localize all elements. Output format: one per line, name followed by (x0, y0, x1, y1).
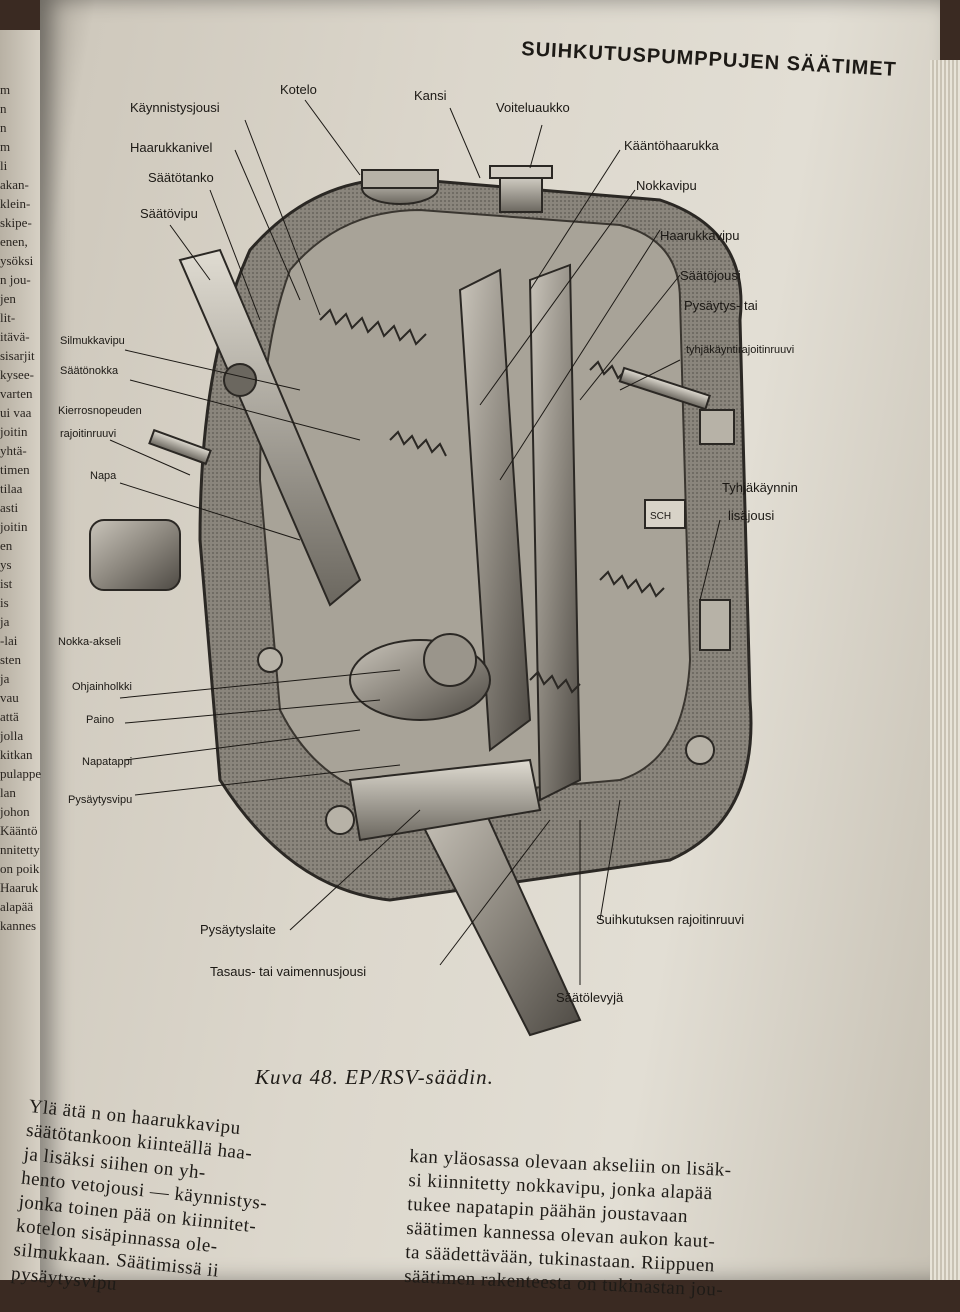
margin-text-fragment: joitin (0, 519, 28, 534)
label-haarukkanivel: Haarukkanivel (130, 140, 213, 155)
margin-text-fragment: ui vaa (0, 405, 32, 420)
label-ohjainholkki: Ohjainholkki (72, 681, 132, 693)
figure-caption: Kuva 48. EP/RSV-säädin. (255, 1065, 494, 1089)
margin-text-fragment: akan- (0, 177, 29, 192)
margin-text-fragment: sten (0, 652, 21, 667)
label-kotelo: Kotelo (280, 82, 317, 97)
label-nokka-akseli: Nokka-akseli (58, 636, 121, 648)
label-haarukkavipu: Haarukkavipu (660, 228, 740, 243)
svg-text:SCH: SCH (650, 511, 671, 522)
margin-text-fragment: Kääntö (0, 823, 38, 838)
margin-text-fragment: kitkan (0, 747, 33, 762)
margin-text-fragment: jolla (0, 728, 24, 743)
margin-text-fragment: ysöksi (0, 253, 34, 268)
margin-text-fragment: ja (0, 671, 10, 686)
margin-text-fragment: sisarjit (0, 348, 35, 363)
label-saatolevyja: Säätölevyjä (556, 990, 624, 1005)
label-nokkavipu: Nokkavipu (636, 178, 697, 193)
margin-text-fragment: ys (0, 557, 12, 572)
margin-text-fragment: jen (0, 291, 16, 306)
margin-text-fragment: lan (0, 785, 16, 800)
margin-text-fragment: alapää (0, 899, 34, 914)
margin-text-fragment: joitin (0, 424, 28, 439)
label-kaantohaarukka: Kääntöhaarukka (624, 138, 719, 153)
page-stack-edge (930, 60, 960, 1280)
label-lisajousi: lisäjousi (728, 508, 775, 523)
margin-text-fragment: n (0, 120, 7, 135)
label-voiteluaukko: Voiteluaukko (496, 100, 570, 115)
label-suihkutuksen-rajoitinruuvi: Suihkutuksen rajoitinruuvi (596, 912, 745, 927)
label-saatojousi: Säätöjousi (680, 268, 741, 283)
label-pysaytys-tai: Pysäytys- tai (684, 298, 758, 313)
label-kaynnistysjousi: Käynnistysjousi (130, 100, 220, 115)
body-text-right-column: kan yläosassa olevaan akseliin on lisäk-… (404, 1145, 732, 1303)
margin-text-fragment: timen (0, 462, 30, 477)
label-napatappi: Napatappi (82, 756, 133, 768)
label-kierrosnopeuden: Kierrosnopeuden (58, 405, 142, 417)
label-pysaytyslaite: Pysäytyslaite (200, 922, 276, 937)
margin-text-fragment: johon (0, 804, 30, 819)
label-rajoitinruuvi: rajoitinruuvi (60, 428, 117, 440)
label-tasaus-tai-vaimennusjousi: Tasaus- tai vaimennusjousi (210, 964, 367, 979)
margin-text-fragment: klein- (0, 196, 31, 211)
label-kansi: Kansi (414, 88, 447, 103)
margin-text-fragment: vau (0, 690, 19, 705)
label-silmukkavipu: Silmukkavipu (60, 335, 125, 347)
margin-text-fragment: kysee- (0, 367, 34, 382)
margin-text-fragment: m (0, 139, 11, 154)
margin-text-fragment: Haaruk (0, 880, 39, 895)
margin-text-fragment: pulappe (0, 766, 42, 781)
label-tyhjakaynnin: Tyhjäkäynnin (722, 480, 798, 495)
margin-text-fragment: is (0, 595, 9, 610)
label-tyhjakayntirajoitinruuvi: tyhjäkäyntirajoitinruuvi (686, 344, 795, 356)
margin-text-fragment: m (0, 82, 11, 97)
margin-text-fragment: n jou- (0, 272, 31, 287)
margin-text-fragment: enen, (0, 234, 28, 249)
margin-text-fragment: yhtä- (0, 443, 27, 458)
margin-text-fragment: lit- (0, 310, 16, 325)
margin-text-fragment: attä (0, 709, 19, 724)
margin-text-fragment: itävä- (0, 329, 30, 344)
margin-text-fragment: asti (0, 500, 19, 515)
label-paino: Paino (86, 714, 115, 726)
margin-text-fragment: nnitetty (0, 842, 40, 857)
margin-text-fragment: tilaa (0, 481, 23, 496)
margin-text-fragment: kannes (0, 918, 37, 933)
margin-text-fragment: ist (0, 576, 13, 591)
margin-text-fragment: skipe- (0, 215, 32, 230)
label-saatotanko: Säätötanko (148, 170, 214, 185)
label-pysaytysvipu: Pysäytysvipu (68, 794, 133, 806)
margin-text-fragment: n (0, 101, 7, 116)
margin-text-fragment: -lai (0, 633, 18, 648)
label-saatovipu: Säätövipu (140, 206, 198, 221)
margin-text-fragment: en (0, 538, 13, 553)
margin-text-fragment: ja (0, 614, 10, 629)
label-saatonokka: Säätönokka (60, 365, 119, 377)
governor-illustration: SCH (89, 99, 753, 1037)
label-napa: Napa (90, 470, 117, 482)
margin-text-fragment: varten (0, 386, 33, 401)
margin-text-fragment: li (0, 158, 8, 173)
margin-text-fragment: on poik (0, 861, 40, 876)
